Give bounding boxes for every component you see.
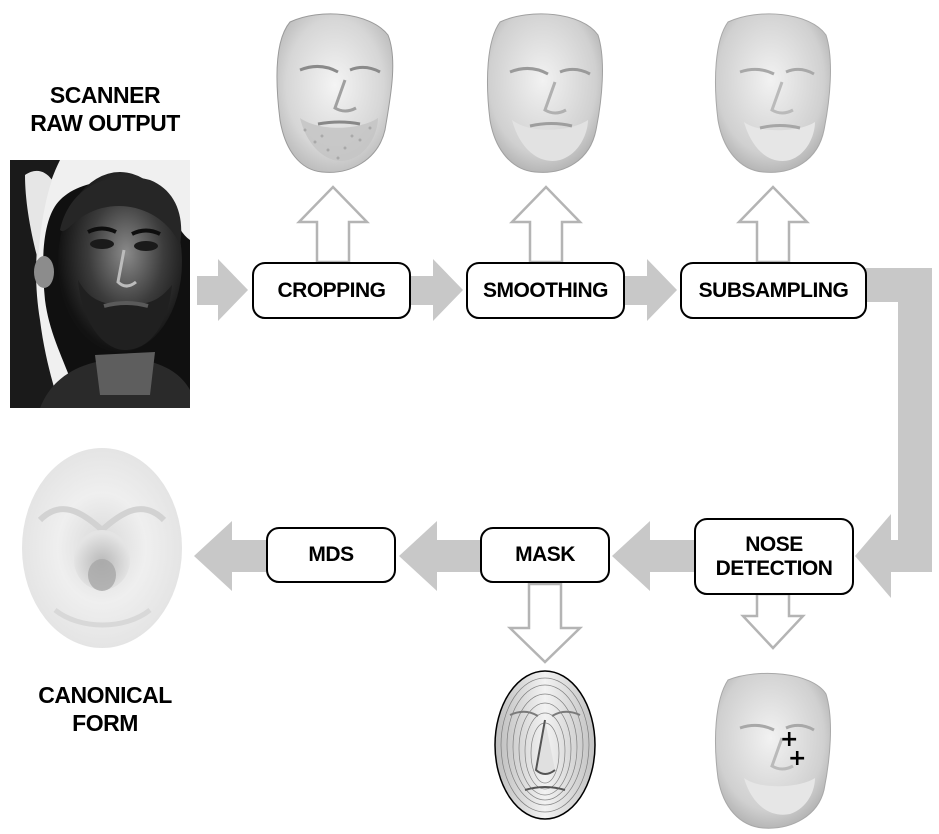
step-smoothing-label: SMOOTHING <box>483 279 608 302</box>
flow-arrow-smoothing-to-subsampling <box>625 259 677 321</box>
scanner-raw-photo <box>10 160 190 408</box>
step-mask: MASK <box>480 527 610 583</box>
scanner-raw-output-caption: SCANNER RAW OUTPUT <box>10 82 200 137</box>
flow-arrow-photo-to-cropping <box>197 259 248 321</box>
step-nose-label-line2: DETECTION <box>716 557 833 580</box>
step-subsampling: SUBSAMPLING <box>680 262 867 319</box>
flow-arrow-mask-to-mds <box>399 521 480 591</box>
step-mds-label: MDS <box>308 543 353 566</box>
mask-face-render <box>495 671 595 819</box>
hollow-arrow-subsampling-up <box>739 187 807 262</box>
subsampling-face-render <box>715 14 830 172</box>
step-cropping-label: CROPPING <box>277 279 385 302</box>
hollow-arrow-smoothing-up <box>512 187 580 262</box>
step-mds: MDS <box>266 527 396 583</box>
scanner-caption-line1: SCANNER <box>10 82 200 110</box>
flow-arrow-subsampling-to-nose <box>855 268 932 598</box>
step-nose-label-line1: NOSE <box>745 533 803 556</box>
hollow-arrow-cropping-up <box>299 187 367 262</box>
smoothing-face-render <box>487 14 602 172</box>
flow-arrow-nose-to-mask <box>612 521 694 591</box>
step-nose-detection: NOSE DETECTION <box>694 518 854 595</box>
canonical-caption-line2: FORM <box>10 710 200 738</box>
nose-marker-2: + <box>788 748 806 770</box>
step-cropping: CROPPING <box>252 262 411 319</box>
canonical-form-render <box>22 448 182 648</box>
step-mask-label: MASK <box>515 543 575 566</box>
step-subsampling-label: SUBSAMPLING <box>699 279 849 302</box>
hollow-arrow-nose-down <box>743 594 803 648</box>
flow-arrow-mds-to-canonical <box>194 521 266 591</box>
canonical-caption-line1: CANONICAL <box>10 682 200 710</box>
cropping-face-render <box>277 14 393 172</box>
canonical-form-caption: CANONICAL FORM <box>10 682 200 737</box>
hollow-arrow-mask-down <box>510 584 580 662</box>
step-smoothing: SMOOTHING <box>466 262 625 319</box>
nose-detection-face-render <box>715 673 830 828</box>
flow-arrow-cropping-to-smoothing <box>411 259 463 321</box>
scanner-caption-line2: RAW OUTPUT <box>10 110 200 138</box>
